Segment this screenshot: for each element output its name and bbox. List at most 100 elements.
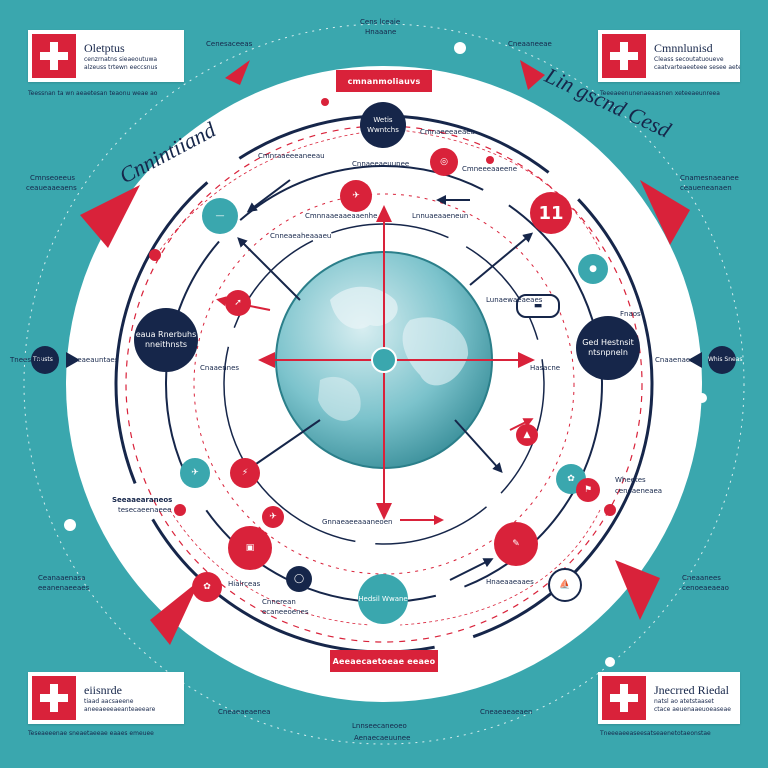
paper-plane-right-top: [640, 180, 690, 245]
label: Hnaeaaeaaes: [486, 578, 534, 586]
box-icon: ▣: [245, 543, 255, 553]
top-caption-line2: Hnaaane: [365, 28, 397, 36]
red-dot-3: [604, 504, 616, 516]
hub-right: Ged Hestnsit ntsnpneln: [576, 316, 640, 380]
card-bottom-right: Jnecrred Riedal natsl ao atetstaaset cta…: [598, 672, 740, 724]
label: cenoeaeaeao: [682, 584, 729, 592]
card-line: tiaad aacsaeene: [84, 697, 134, 705]
card-title: Cmnnlunisd: [654, 40, 713, 55]
label: eeanenaeeaes: [38, 584, 90, 592]
side-right-label: Whis Sneas: [708, 356, 743, 363]
label: Lnnuaeaaeneun: [412, 212, 469, 220]
node-red-bottom-far-left: ✿: [192, 572, 222, 602]
node-red-top: ◎: [430, 148, 458, 176]
node-red-lower-right: ⚑: [576, 478, 600, 502]
hub-left: eaua Rnerbuhs nneithnsts: [134, 308, 198, 372]
label: Cmnraaeeeaneeau: [258, 152, 325, 160]
label: Cnaaennes: [200, 364, 240, 372]
connector-upper-left: [159, 129, 381, 251]
label: Lunaewaeaeaes: [486, 296, 543, 304]
globe-continent-1: [330, 286, 398, 329]
plane-icon: ✈: [352, 191, 360, 201]
label: Cmnnaaeaaeaaenhe: [305, 212, 378, 220]
node-teal-lower-left: ✈: [180, 458, 210, 488]
connector-upper-right: [399, 129, 601, 251]
arrow-lower-right: [449, 558, 494, 581]
card-title: Jnecrred Riedal: [654, 682, 729, 697]
arrow-ne: [469, 232, 534, 286]
paper-plane-left-top: [80, 185, 140, 248]
cross-arrow-right: [518, 352, 535, 368]
paper-plane-top-left: [225, 60, 250, 85]
node-navy-bottom: ◯: [286, 566, 312, 592]
paper-plane-right-bottom: [615, 560, 660, 620]
label: Hialrceas: [228, 580, 261, 588]
connector-lower-left: [169, 509, 371, 626]
arrow-se: [454, 419, 503, 473]
label: ecaneeoenes: [262, 608, 309, 616]
label: Seeaaearaneos: [112, 496, 173, 504]
label: Cnaaenaes: [655, 356, 694, 364]
cross-arrow-bottom: [376, 503, 392, 520]
card-line: aneeaeeeaeanteaeeare: [84, 705, 156, 713]
globe-center-marker: [371, 347, 397, 373]
label: Tneesses: [10, 356, 43, 364]
label: ceaueaaeaens: [26, 184, 77, 192]
label: Gnnaeaeeaaaneoen: [322, 518, 393, 526]
card-caption: Tneeeaeeaseesatseaenetotaeonstae: [600, 730, 711, 737]
card-line: alzeuss trtewn eeccsnus: [84, 63, 158, 71]
label: Cnneaeaheaaaeu: [270, 232, 332, 240]
card-caption: Teseaeeenae sneaetaeeae eaaes emeuee: [28, 730, 154, 737]
bolt-icon: ⚡: [241, 468, 249, 478]
red-dot-2: [174, 504, 186, 516]
label: ceaueneanaen: [680, 184, 732, 192]
marker-icon: ▲: [523, 430, 531, 440]
banner-bottom: Aeeaecaetoeae eeaeo: [330, 650, 438, 672]
red-dot-4: [321, 98, 329, 106]
minus-icon: —: [215, 211, 225, 221]
label: Cnnaeeaeuunee: [352, 160, 410, 168]
red-dot-1: [149, 249, 161, 261]
label: Cmnaeeeaeaea: [420, 128, 475, 136]
side-left-label: Tnusts: [33, 356, 53, 363]
target-icon: ◎: [440, 157, 448, 167]
connector-lower-right: [399, 509, 601, 626]
pin-icon: ●: [589, 264, 597, 274]
card-line: natsl ao atetstaaset: [654, 697, 714, 705]
label: Cmnseoeeus: [30, 174, 76, 182]
card-line: cenzrnatns sieaeoutuwa: [84, 55, 158, 63]
card-bottom-left: eiisnrde tiaad aacsaeene aneeaeeeaeantea…: [28, 672, 184, 724]
label: Wheetes: [615, 476, 646, 484]
label: Cneaanees: [682, 574, 721, 582]
paper-plane-top-right: [520, 60, 545, 90]
node-white-bottom-right: ⛵: [548, 568, 582, 602]
swiss-flag-icon: [602, 34, 646, 78]
side-node-left: [31, 346, 59, 374]
node-red-bottom-right: ✎: [494, 522, 538, 566]
arrow-icon: ➚: [234, 298, 242, 308]
leaf-icon: ✿: [567, 474, 575, 484]
label: tesecaeenaeee: [118, 506, 172, 514]
red-dot-5: [486, 156, 494, 164]
plane-icon: ✈: [191, 468, 199, 478]
pen-icon: ✎: [512, 539, 520, 549]
card-caption: Teessnan ta wn aeaetesan teaonu weae ao: [28, 90, 158, 97]
ship-icon: ⛵: [559, 580, 571, 590]
swiss-flag-icon: [32, 676, 76, 720]
top-caption-line1: Cens lceaie: [360, 18, 401, 26]
globe-continent-2: [402, 317, 469, 386]
card-caption: Teeeaeenunenaeaasnen xeteeaeunreea: [600, 90, 720, 97]
label: Cneaeaeaeaen: [480, 708, 533, 716]
card-line: caatvarteaeeteee sesee aetesae: [654, 63, 740, 71]
node-red-bottom-left: ▣: [228, 526, 272, 570]
card-title: Oletptus: [84, 40, 125, 55]
side-arrow-left: [66, 352, 80, 368]
hub-bottom: Hedsil Wwane: [358, 574, 408, 624]
paper-plane-left-bottom: [150, 580, 200, 645]
cross-arrow-top: [376, 205, 392, 222]
cross-arrow-left: [258, 352, 275, 368]
node-red-small: ✈: [262, 506, 284, 528]
globe-continent-3: [318, 376, 361, 421]
number-badge: 11: [530, 192, 572, 234]
label: cenoaeneaea: [615, 487, 663, 495]
